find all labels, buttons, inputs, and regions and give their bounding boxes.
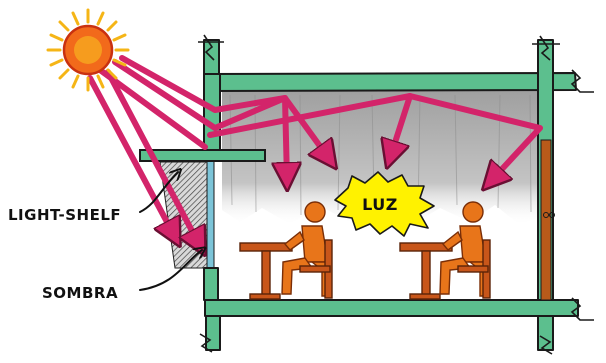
light-shelf-label: LIGHT-SHELF [8, 206, 121, 224]
sombra-label: SOMBRA [42, 284, 118, 302]
window-glass [207, 160, 214, 268]
sun-icon [48, 10, 128, 90]
seated-person-icon [440, 202, 488, 296]
light-shelf [140, 150, 265, 161]
left-wall-lower [204, 268, 218, 300]
luz-label: LUZ [362, 195, 398, 214]
floor-slab [205, 300, 578, 316]
roof-slab [205, 73, 576, 91]
left-wall-upper [204, 74, 220, 152]
